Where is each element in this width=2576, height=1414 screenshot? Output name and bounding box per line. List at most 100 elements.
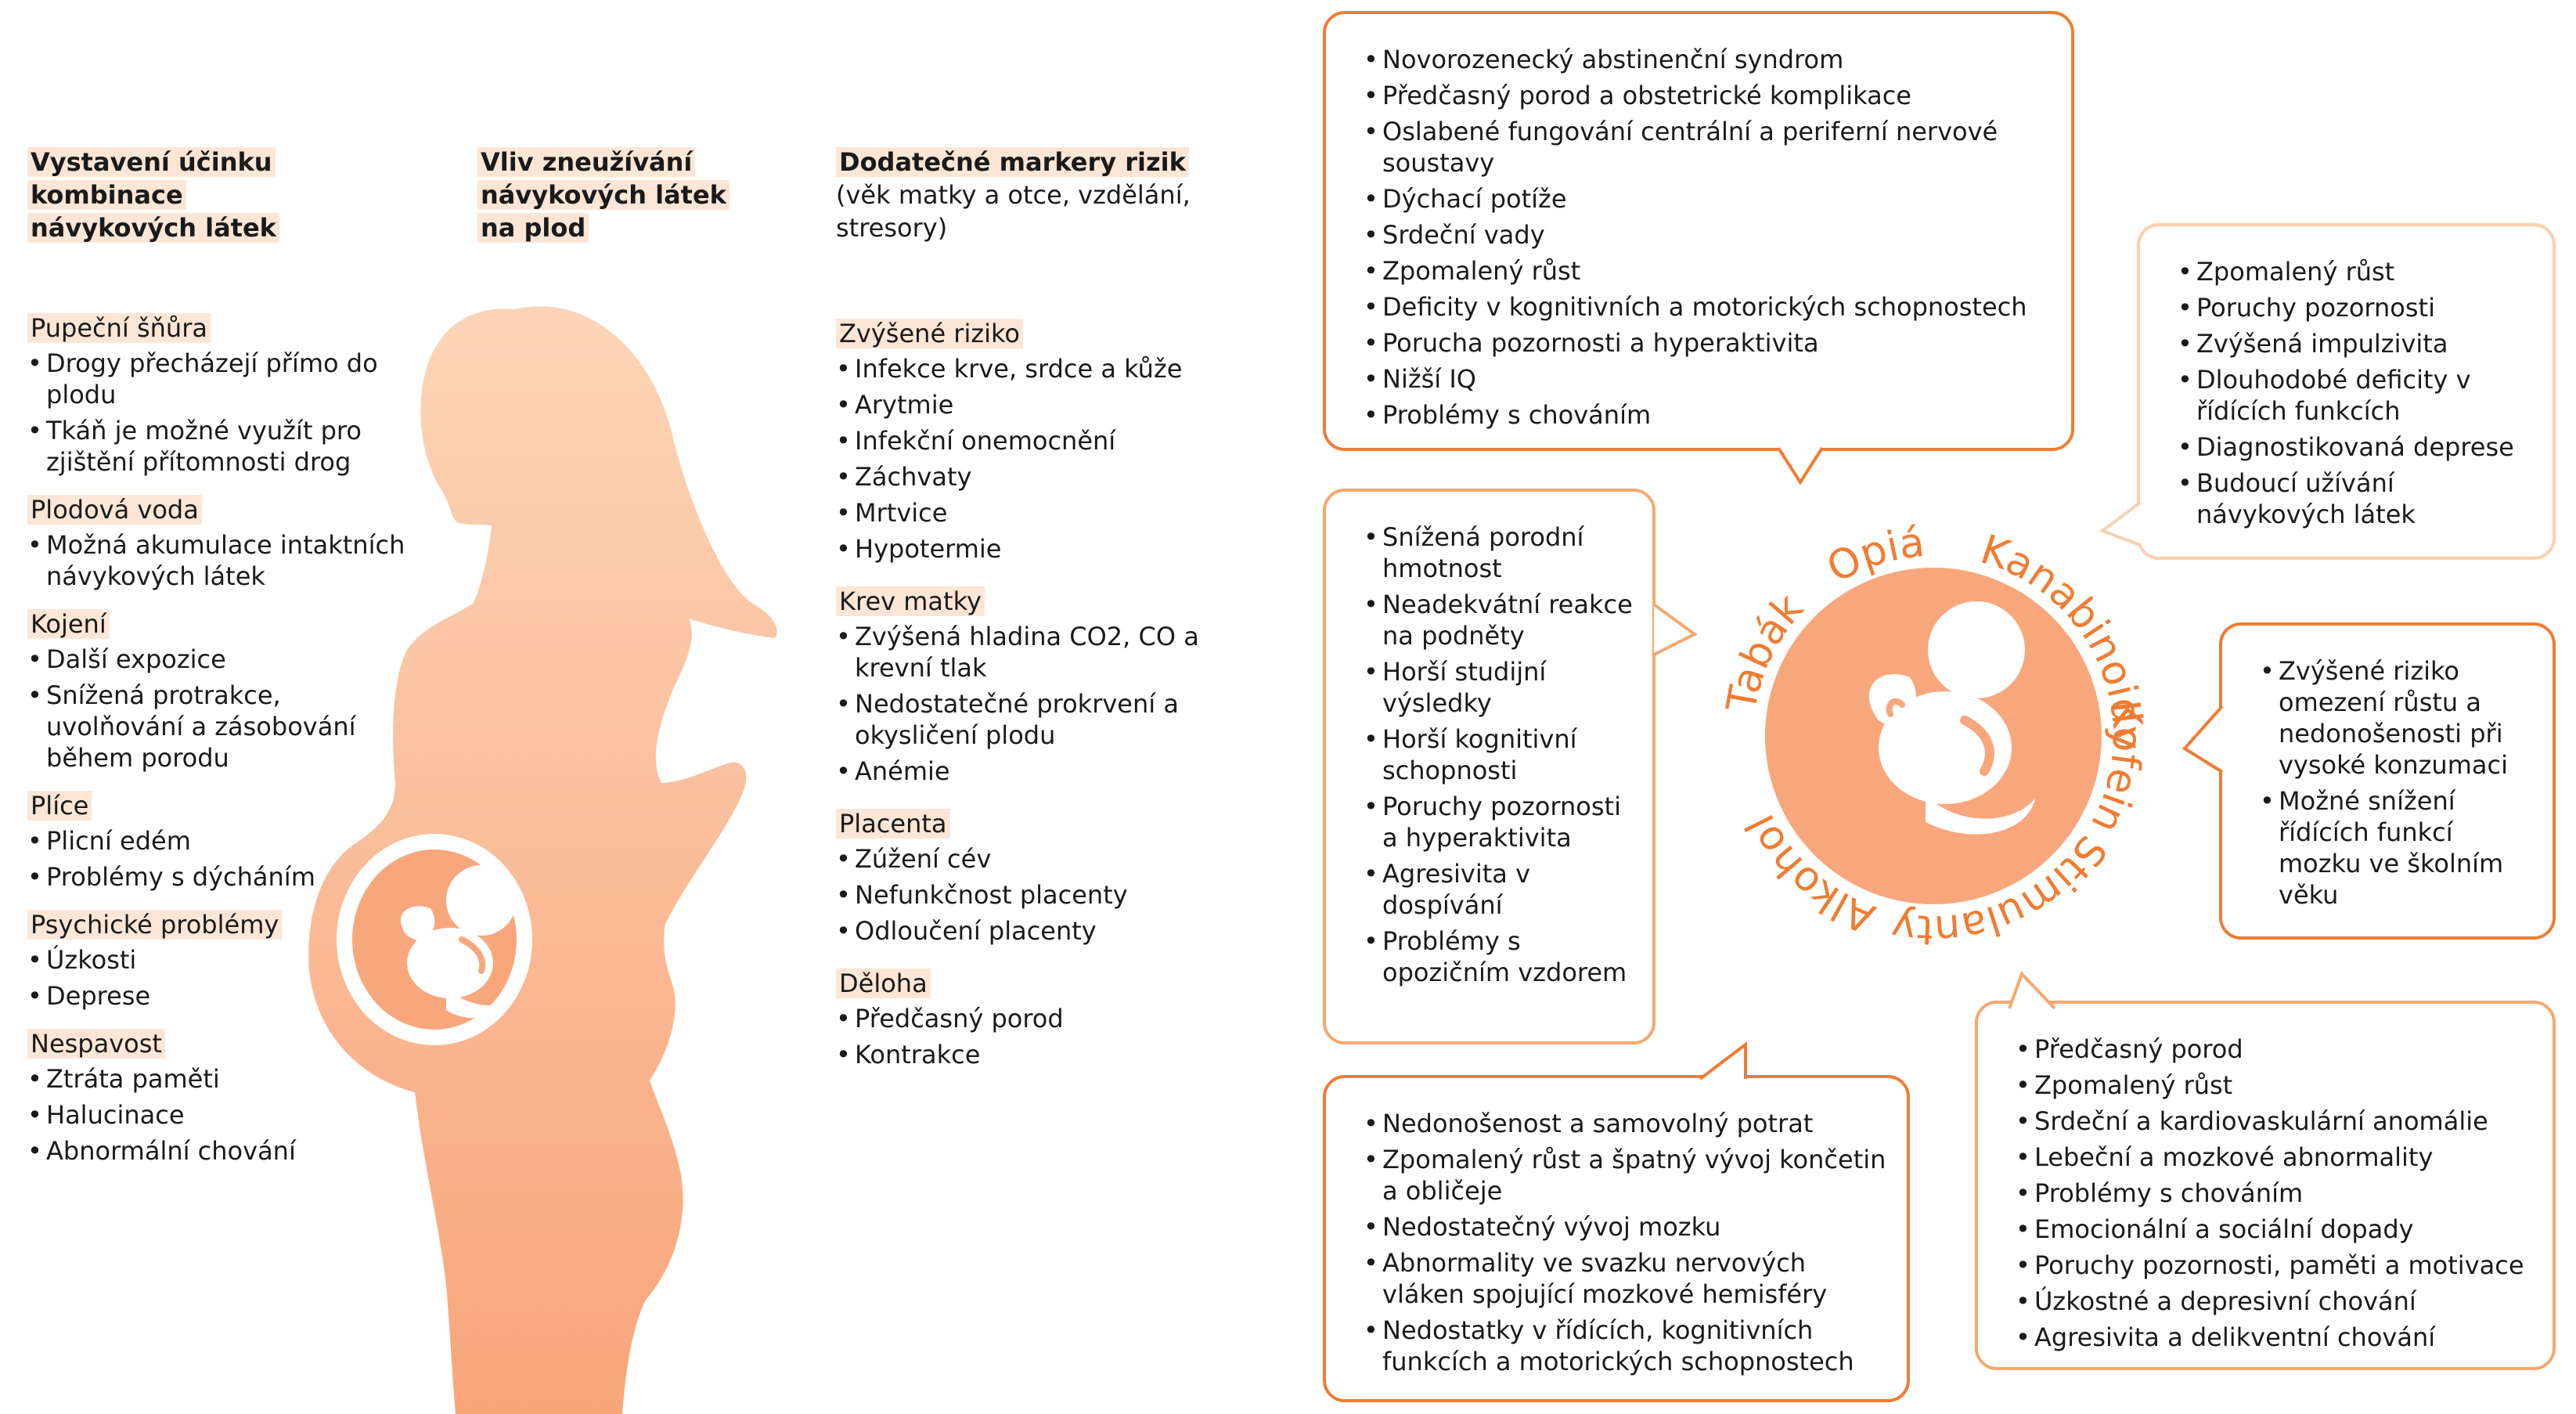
list-item: Snížená protrakce, uvolňování a zásobová… xyxy=(27,680,419,774)
list-item: Arytmie xyxy=(836,389,1212,420)
right-sections: Zvýšené rizikoInfekce krve, srdce a kůže… xyxy=(836,317,1212,1091)
list-item: Odloučení placenty xyxy=(836,915,1212,947)
bubble-item: Lebeční a mozkové abnormality xyxy=(2016,1142,2537,1173)
section-0: Zvýšené rizikoInfekce krve, srdce a kůže… xyxy=(836,317,1212,565)
bubble-item: Neadekvátní reakce na podněty xyxy=(1364,589,1637,651)
column-header-risk-markers: Dodatečné markery rizik (věk matky a otc… xyxy=(836,146,1204,244)
list-item: Anémie xyxy=(836,756,1212,787)
bubble-opiaty-tail xyxy=(1777,446,1824,485)
bubble-item: Nedostatky v řídících, kognitivních funk… xyxy=(1364,1315,1891,1377)
section-title: Děloha xyxy=(836,967,1212,1000)
left-sections: Pupeční šňůraDrogy přecházejí přímo do p… xyxy=(27,312,419,1182)
bubble-item: Horší kognitivní schopnosti xyxy=(1364,723,1637,786)
list-item: Infekce krve, srdce a kůže xyxy=(836,353,1212,384)
section-0: Pupeční šňůraDrogy přecházejí přímo do p… xyxy=(27,312,419,478)
list-item: Nedostatečné prokrvení a okysličení plod… xyxy=(836,688,1212,751)
section-title: Zvýšené riziko xyxy=(836,317,1212,350)
list-item: Drogy přecházejí přímo do plodu xyxy=(27,348,419,410)
bubble-item: Zpomalený růst xyxy=(2016,1070,2537,1101)
section-title: Pupeční šňůra xyxy=(27,312,419,344)
bubble-tabak-tail xyxy=(1652,603,1698,656)
bubble-item: Zpomalený růst xyxy=(1364,255,2048,287)
bubble-item: Novorozenecký abstinenční syndrom xyxy=(1364,44,2048,75)
bubble-item: Agresivita v dospívání xyxy=(1364,858,1637,921)
section-1: Plodová vodaMožná akumulace intaktních n… xyxy=(27,493,419,592)
bubble-item: Horší studijní výsledky xyxy=(1364,656,1637,719)
section-title: Krev matky xyxy=(836,585,1212,618)
bubble-item: Předčasný porod a obstetrické komplikace xyxy=(1364,80,2048,111)
column-header-exposure: Vystavení účinku kombinace návykových lá… xyxy=(27,146,356,244)
list-item: Další expozice xyxy=(27,644,419,675)
bubble-item: Poruchy pozornosti a hyperaktivita xyxy=(1364,791,1637,853)
bubble-item: Deficity v kognitivních a motorických sc… xyxy=(1364,291,2048,323)
section-3: DělohaPředčasný porodKontrakce xyxy=(836,967,1212,1070)
bubble-item: Zvýšené riziko omezení růstu a nedonošen… xyxy=(2260,655,2537,781)
list-item: Abnormální chování xyxy=(27,1135,419,1167)
list-item: Předčasný porod xyxy=(836,1003,1212,1034)
bubble-item: Dýchací potíže xyxy=(1364,183,2048,215)
list-item: Úzkosti xyxy=(27,944,419,976)
bubble-item: Problémy s chováním xyxy=(2016,1178,2537,1209)
bubble-item: Srdeční a kardiovaskulární anomálie xyxy=(2016,1106,2537,1137)
bubble-item: Problémy s chováním xyxy=(1364,399,2048,431)
bubble-item: Dlouhodobé deficity v řídících funkcích xyxy=(2178,364,2537,427)
section-title: Psychické problémy xyxy=(27,908,419,941)
bubble-item: Abnormality ve svazku nervových vláken s… xyxy=(1364,1247,1891,1310)
bubble-item: Poruchy pozornosti, paměti a motivace xyxy=(2016,1250,2537,1281)
bubble-item: Předčasný porod xyxy=(2016,1033,2537,1065)
bubble-item: Zvýšená impulzivita xyxy=(2178,328,2537,359)
bubble-stimulanty: Předčasný porodZpomalený růstSrdeční a k… xyxy=(1975,1001,2556,1370)
section-3: PlícePlicní edémProblémy s dýcháním xyxy=(27,789,419,893)
list-item: Deprese xyxy=(27,980,419,1012)
bubble-item: Úzkostné a depresivní chování xyxy=(2016,1286,2537,1317)
section-2: PlacentaZúžení cévNefunkčnost placentyOd… xyxy=(836,807,1212,947)
bubble-kanabinoidy-tail xyxy=(2099,501,2142,546)
bubble-alkohol-tail xyxy=(1699,1041,1747,1080)
list-item: Zvýšená hladina CO2, CO a krevní tlak xyxy=(836,621,1212,684)
section-1: Krev matkyZvýšená hladina CO2, CO a krev… xyxy=(836,585,1212,787)
list-item: Plicní edém xyxy=(27,825,419,857)
list-item: Tkáň je možné využít pro zjištění přítom… xyxy=(27,415,419,478)
list-item: Nefunkčnost placenty xyxy=(836,879,1212,911)
bubble-item: Nedostatečný vývoj mozku xyxy=(1364,1211,1891,1243)
section-5: NespavostZtráta pamětiHalucinaceAbnormál… xyxy=(27,1027,419,1167)
bubble-item: Poruchy pozornosti xyxy=(2178,292,2537,323)
bubble-item: Snížená porodní hmotnost xyxy=(1364,521,1637,584)
risk-markers-subtitle: (věk matky a otce, vzdělání, stresory) xyxy=(836,180,1191,243)
substance-ring: Tabák Opiáty Kanabinoidy Kofein Stimulan… xyxy=(1667,470,2150,953)
bubble-kanabinoidy: Zpomalený růstPoruchy pozornostiZvýšená … xyxy=(2137,223,2556,560)
bubble-kofein-tail xyxy=(2181,705,2224,774)
bubble-item: Agresivita a delikventní chování xyxy=(2016,1322,2537,1353)
list-item: Ztráta paměti xyxy=(27,1063,419,1095)
list-item: Mrtvice xyxy=(836,497,1212,528)
list-item: Zúžení cév xyxy=(836,843,1212,875)
bubble-item: Oslabené fungování centrální a periferní… xyxy=(1364,116,2048,179)
list-item: Halucinace xyxy=(27,1099,419,1131)
section-2: KojeníDalší expoziceSnížená protrakce, u… xyxy=(27,608,419,774)
section-title: Kojení xyxy=(27,608,419,640)
list-item: Záchvaty xyxy=(836,461,1212,492)
bubble-item: Srdeční vady xyxy=(1364,219,2048,251)
bubble-item: Diagnostikovaná deprese xyxy=(2178,431,2537,463)
list-item: Hypotermie xyxy=(836,533,1212,565)
list-item: Kontrakce xyxy=(836,1039,1212,1070)
bubble-kofein: Zvýšené riziko omezení růstu a nedonošen… xyxy=(2219,622,2556,940)
bubble-item: Budoucí užívání návykových látek xyxy=(2178,467,2537,530)
bubble-item: Porucha pozornosti a hyperaktivita xyxy=(1364,327,2048,359)
list-item: Infekční onemocnění xyxy=(836,425,1212,456)
bubble-item: Problémy s opozičním vzdorem xyxy=(1364,925,1637,988)
bubble-item: Možné snížení řídících funkcí mozku ve š… xyxy=(2260,785,2537,911)
bubble-stimulanty-tail xyxy=(2008,971,2056,1010)
bubble-item: Nižší IQ xyxy=(1364,363,2048,395)
section-title: Plodová voda xyxy=(27,493,419,526)
list-item: Možná akumulace intaktních návykových lá… xyxy=(27,529,419,592)
bubble-item: Zpomalený růst a špatný vývoj končetin a… xyxy=(1364,1144,1891,1207)
column-header-fetal-impact: Vliv zneužívání návykových látek na plod xyxy=(477,146,730,244)
section-title: Nespavost xyxy=(27,1027,419,1060)
bubble-opiaty: Novorozenecký abstinenční syndromPředčas… xyxy=(1323,11,2074,451)
bubble-item: Nedonošenost a samovolný potrat xyxy=(1364,1108,1891,1139)
list-item: Problémy s dýcháním xyxy=(27,861,419,893)
bubble-item: Zpomalený růst xyxy=(2178,256,2537,287)
bubble-alkohol: Nedonošenost a samovolný potratZpomalený… xyxy=(1323,1075,1910,1402)
bubble-tabak: Snížená porodní hmotnostNeadekvátní reak… xyxy=(1323,489,1655,1044)
